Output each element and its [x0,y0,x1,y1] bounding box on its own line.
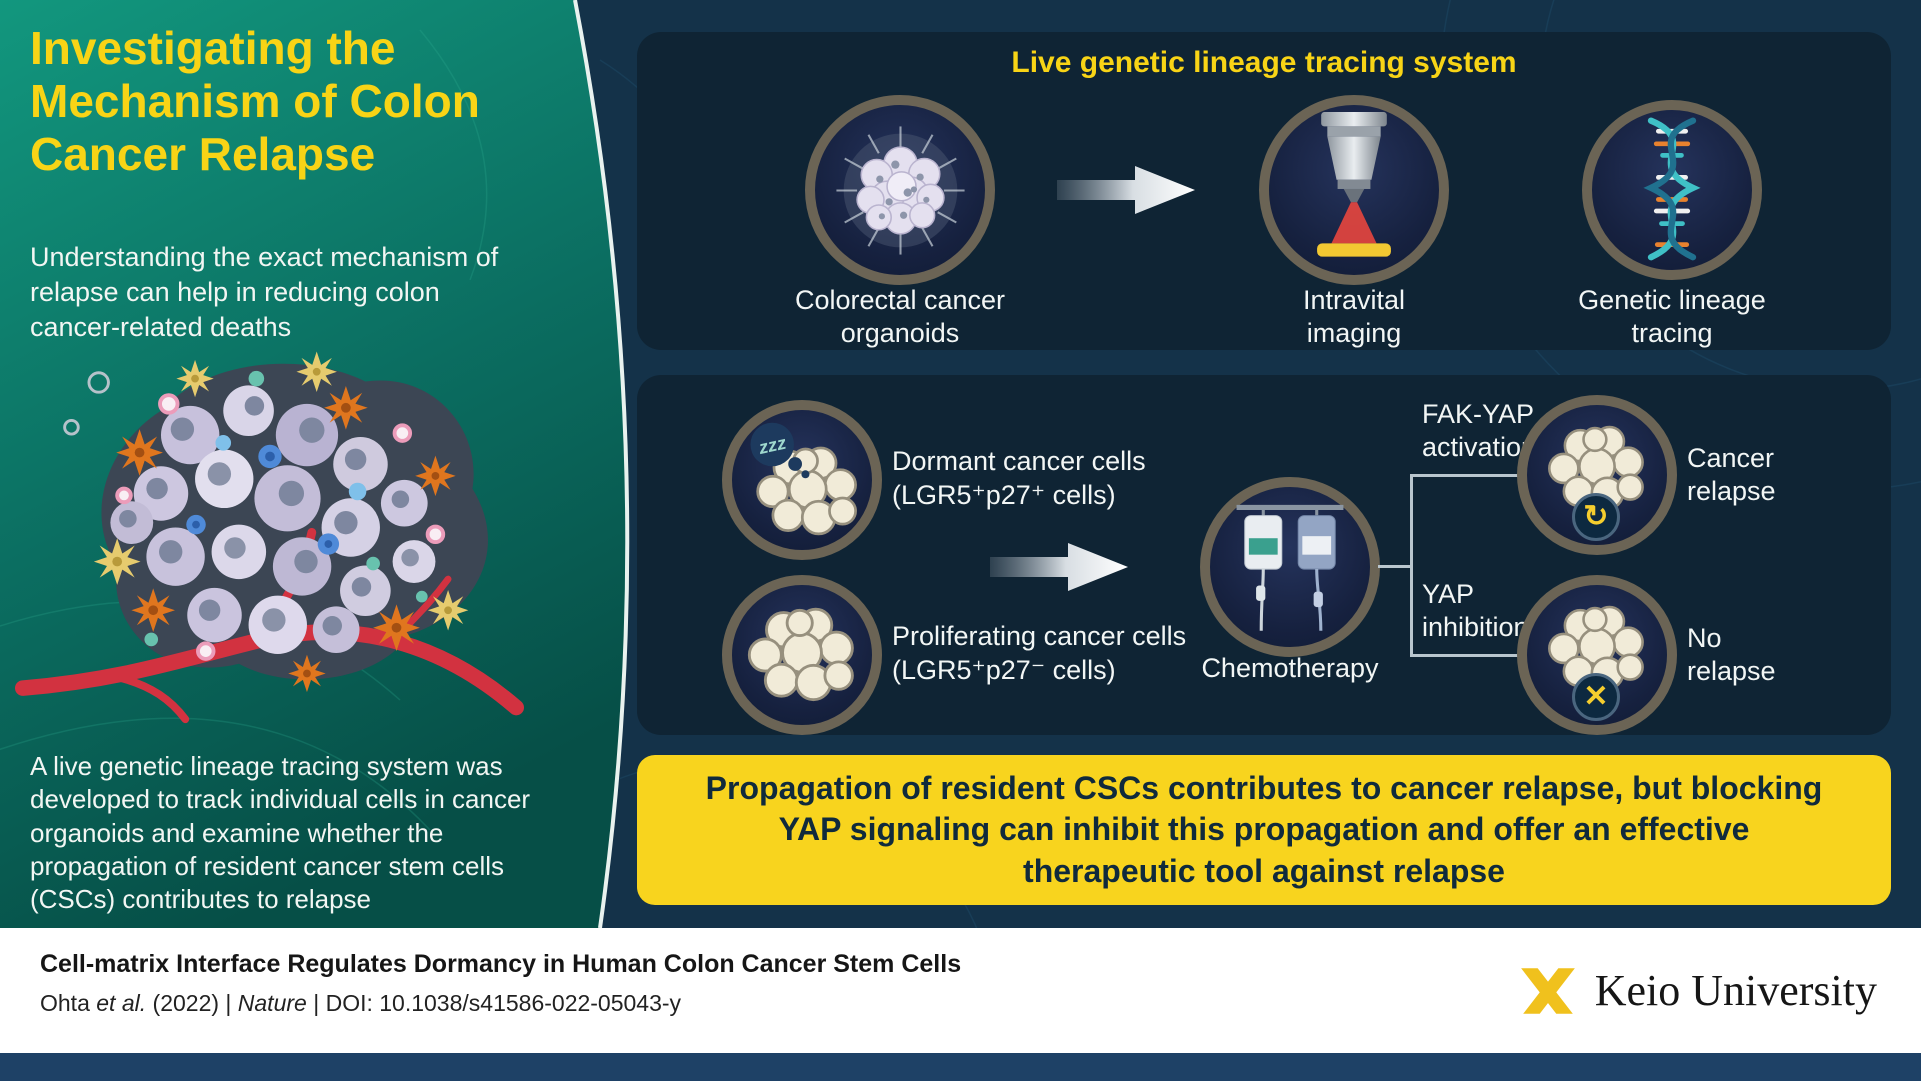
proliferating-title: Proliferating cancer cells [892,621,1187,651]
page-title: Investigating the Mechanism of Colon Can… [30,22,550,181]
chemotherapy-label: Chemotherapy [1201,653,1379,683]
organoid-circle [805,95,995,285]
dna-icon [1643,117,1701,261]
citation-doi: | DOI: 10.1038/s41586-022-05043-y [306,990,682,1016]
dormant-subtitle: (LGR5⁺p27⁺ cells) [892,480,1116,510]
chemotherapy-circle [1200,477,1380,657]
dormant-cells-circle: zzz [722,400,882,560]
intro-text: Understanding the exact mechanism of rel… [30,242,499,343]
lineage-circle [1582,100,1762,280]
citation-authors: Ohta [40,990,97,1016]
organoid-icon [835,125,965,255]
flow-arrow-icon [990,543,1128,591]
imaging-circle [1259,95,1449,285]
proliferating-cells-icon [747,607,854,702]
bracket-line-vertical [1410,474,1413,657]
proliferating-subtitle: (LGR5⁺p27⁻ cells) [892,655,1116,685]
conclusion-text: Propagation of resident CSCs contributes… [705,769,1823,889]
dormant-cells-icon: zzz [750,422,857,536]
lineage-label: Genetic lineage tracing [1578,285,1766,349]
citation-journal: Nature [237,990,307,1016]
tracing-system-title: Live genetic lineage tracing system [1011,46,1517,79]
keio-logo-icon [1520,967,1575,1014]
cancer-relapse-label: Cancer relapse [1687,443,1776,507]
keio-brand: Keio University [1517,928,1877,1053]
no-relapse-label: No relapse [1687,623,1776,687]
university-name: Keio University [1594,966,1877,1015]
yap-inhibition-label: YAP inhibition [1422,579,1529,643]
bottom-strip [0,1053,1921,1081]
organoids-label: Colorectal cancer organoids [794,285,1006,349]
paper-title: Cell-matrix Interface Regulates Dormancy… [40,950,962,978]
proliferating-cells-circle [722,575,882,735]
cross-glyph: ✕ [1583,680,1609,713]
bracket-line-stem [1378,565,1412,568]
citation-year: (2022) | [146,990,238,1016]
sleep-bubble-icon: zzz [750,422,810,479]
footer: Cell-matrix Interface Regulates Dormancy… [0,928,1921,1053]
cross-icon: ✕ [1572,673,1620,721]
bracket-line-bottom [1410,654,1525,657]
dormant-title: Dormant cancer cells [892,446,1146,476]
bracket-line-top [1410,474,1525,477]
microscope-icon [1317,112,1391,257]
cycle-arrow-icon: ↻ [1572,493,1620,541]
chemotherapy-icon [1236,504,1344,631]
citation-etal: et al. [96,990,147,1016]
flow-arrow-icon [1057,166,1195,214]
description-text: A live genetic lineage tracing system wa… [30,751,531,915]
imaging-label: Intravital imaging [1302,285,1406,349]
page-title-line2: Mechanism of Colon [30,74,480,127]
fak-yap-label: FAK-YAP activation [1422,399,1537,463]
tumor-illustration [15,351,524,724]
citation: Ohta et al. (2022) | Nature | DOI: 10.10… [40,990,681,1017]
cycle-arrow-glyph: ↻ [1583,500,1609,533]
conclusion-box: Propagation of resident CSCs contributes… [637,755,1891,905]
page-title-line1: Investigating the [30,22,396,74]
page-title-line3: Cancer Relapse [30,127,376,180]
